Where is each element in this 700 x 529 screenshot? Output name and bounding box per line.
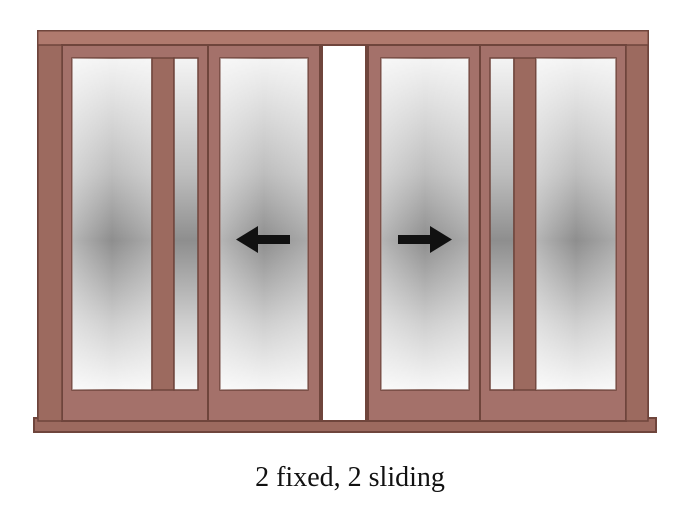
frame-left-trim: [37, 44, 63, 422]
mullion: [513, 57, 537, 391]
diagram-caption: 2 fixed, 2 sliding: [255, 462, 445, 493]
arrow-left-icon: [236, 226, 290, 253]
panel-right-sliding: [367, 44, 481, 422]
sliding-window-diagram: [33, 30, 657, 433]
center-gap: [321, 44, 367, 422]
panel-left-fixed: [61, 44, 209, 422]
panel-left-sliding: [207, 44, 321, 422]
glass-pane: [489, 57, 515, 391]
arrow-right-icon: [398, 226, 452, 253]
mullion: [151, 57, 175, 391]
panel-right-fixed: [479, 44, 627, 422]
frame-right-trim: [625, 44, 649, 422]
glass-pane: [173, 57, 199, 391]
frame-top-bar: [37, 30, 649, 46]
